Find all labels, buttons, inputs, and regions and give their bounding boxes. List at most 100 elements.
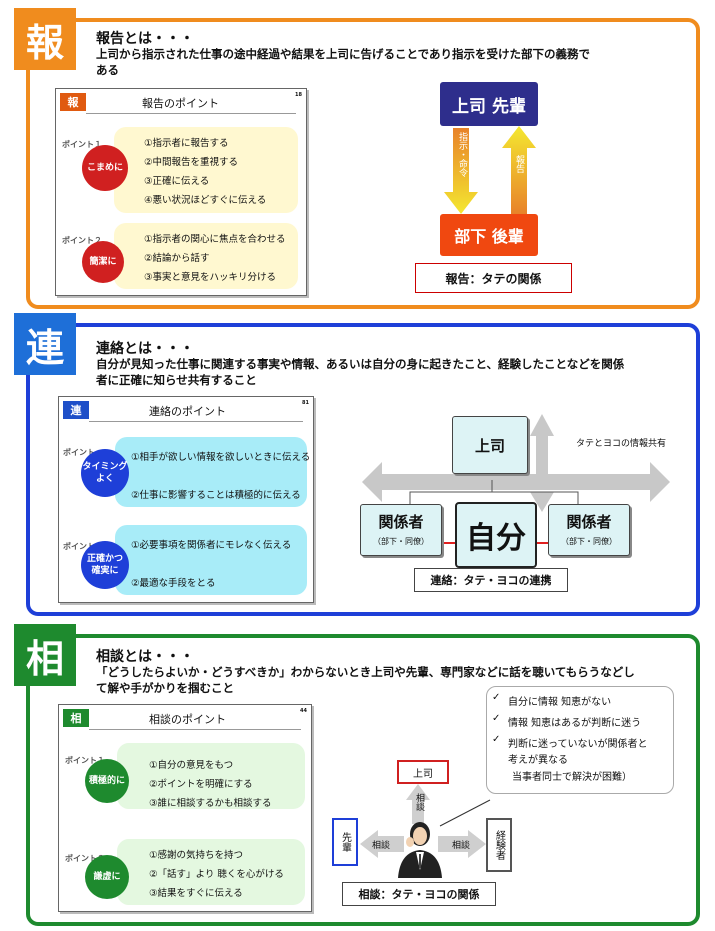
person-icon (398, 822, 442, 878)
check-item: 情報 知恵はあるが判断に迷う (508, 718, 642, 729)
ren-badge: 連 (14, 313, 76, 375)
sou-left-label: 相談 (372, 841, 391, 851)
sou-boss-box: 上司 (397, 760, 449, 784)
sou-desc-2: て解や手がかりを掴むこと (96, 681, 234, 695)
hou-slide-tag: 報 (60, 93, 86, 111)
horizontal-arrow (362, 462, 670, 502)
right-arrow (438, 830, 486, 858)
point-box (115, 437, 307, 507)
hou-title: 報告とは・・・ (96, 31, 194, 47)
vertical-arrow (536, 434, 548, 490)
sou-title: 相談とは・・・ (96, 649, 194, 665)
sou-badge: 相 (14, 624, 76, 686)
point-circle: 正確かつ 確実に (81, 541, 129, 589)
ren-self-box: 自分 (455, 502, 537, 568)
point-circle: 積極的に (85, 759, 129, 803)
slide-number: 44 (300, 708, 307, 714)
point-item: ③結果をすぐに伝える (149, 888, 243, 899)
sou-checklist (486, 686, 674, 794)
slide-underline (89, 421, 303, 422)
sou-up-label: 相談 (414, 793, 424, 811)
hou-badge: 報 (14, 8, 76, 70)
vertical-arrow-down-head (530, 492, 554, 512)
ren-desc-2: 者に正確に知らせ共有すること (96, 373, 257, 387)
check-item: 当事者同士で解決が困難） (512, 772, 632, 783)
down-arrow (444, 128, 478, 214)
point-item: ③誰に相談するかも相談する (149, 798, 272, 809)
point-item: ③事実と意見をハッキリ分ける (144, 272, 277, 283)
point-circle: こまめに (82, 145, 128, 191)
ren-right-box: 関係者 （部下・同僚） (548, 504, 630, 556)
point-circle: タイミング よく (81, 449, 129, 497)
ren-slide-tag: 連 (63, 401, 89, 419)
hou-arrows (444, 126, 536, 214)
point-label: ポイント２ (65, 854, 105, 863)
point-box (114, 127, 298, 213)
callout-line (439, 799, 491, 827)
left-arrow (360, 830, 404, 858)
point-item: ②「話す」より 聴くを心がける (149, 869, 284, 880)
check-mark-icon: ✓ (492, 734, 501, 745)
tree-connector (492, 491, 579, 504)
sou-slide: 相 相談のポイント 44 ポイント１ 積極的に ①自分の意見をもつ ②ポイントを… (58, 704, 312, 912)
ren-slide-title: 連絡のポイント (149, 405, 226, 418)
hou-caption: 報告：タテの関係 (415, 263, 572, 293)
slide-underline (86, 113, 296, 114)
sou-slide-tag: 相 (63, 709, 89, 727)
ren-right-sub: （部下・同僚） (561, 537, 617, 546)
ren-left-label: 関係者 (378, 513, 424, 531)
point-box (114, 223, 298, 289)
ren-note: タテとヨコの情報共有 (576, 439, 667, 449)
point-item: ①自分の意見をもつ (149, 760, 234, 771)
sou-arrows (360, 784, 491, 878)
hou-desc-2: ある (96, 63, 119, 77)
point-label: ポイント１ (65, 756, 105, 765)
point-box (117, 743, 305, 809)
slide-number: 81 (302, 400, 309, 406)
hou-subordinate-box: 部下 後輩 (440, 214, 538, 256)
point-label: ポイント１ (62, 140, 102, 149)
point-item: ②結論から話す (144, 253, 210, 264)
tree-connector (409, 480, 493, 504)
hou-desc-1: 上司から指示された仕事の途中経過や結果を上司に告げることであり指示を受けた部下の… (96, 47, 591, 61)
point-item: ①相手が欲しい情報を欲しいときに伝える (131, 452, 311, 463)
sou-expert-box: 経験者 (486, 818, 512, 872)
point-item: ②仕事に影響することは積極的に伝える (131, 490, 301, 501)
down-arrow-label: 指示・命令 (457, 132, 467, 177)
ren-caption: 連絡：タテ・ヨコの連携 (414, 568, 568, 592)
check-item: 判断に迷っていないが関係者と (508, 739, 648, 750)
sou-right-label: 相談 (452, 841, 471, 851)
point-item: ③正確に伝える (144, 176, 210, 187)
check-item: 考えが異なる (508, 755, 568, 766)
ren-left-box: 関係者 （部下・同僚） (360, 504, 442, 556)
point-box (117, 839, 305, 905)
point-item: ①指示者の関心に焦点を合わせる (144, 234, 286, 245)
slide-number: 18 (295, 92, 302, 98)
ren-title: 連絡とは・・・ (96, 341, 194, 357)
point-label: ポイント (63, 542, 95, 551)
ren-right-label: 関係者 (566, 513, 612, 531)
vertical-arrow-up-head (530, 414, 554, 436)
sou-caption: 相談：タテ・ヨコの関係 (342, 882, 496, 906)
up-arrow (502, 126, 536, 214)
point-box (115, 525, 307, 595)
point-item: ④悪い状況ほどすぐに伝える (144, 195, 267, 206)
hou-slide-title: 報告のポイント (142, 97, 219, 110)
ren-desc-1: 自分が見知った仕事に関連する事実や情報、あるいは自分の身に起きたこと、経験したこ… (96, 357, 625, 371)
point-item: ①指示者に報告する (144, 138, 229, 149)
hou-boss-box: 上司 先輩 (440, 82, 538, 126)
point-item: ②中間報告を重視する (144, 157, 239, 168)
check-item: 自分に情報 知恵がない (508, 697, 612, 708)
check-mark-icon: ✓ (492, 713, 501, 724)
ren-boss-box: 上司 (452, 416, 528, 474)
point-item: ②ポイントを明確にする (149, 779, 253, 790)
point-item: ①必要事項を関係者にモレなく伝える (131, 540, 292, 551)
up-arrow (406, 784, 430, 824)
ren-left-sub: （部下・同僚） (373, 537, 429, 546)
check-mark-icon: ✓ (492, 692, 501, 703)
point-label: ポイント (63, 448, 95, 457)
up-arrow-label: 報告 (514, 155, 524, 173)
sou-desc-1: 「どうしたらよいか・どうすべきか」わからないとき上司や先輩、専門家などに話を聴い… (96, 665, 635, 679)
ren-slide: 連 連絡のポイント 81 ポイント タイミング よく ①相手が欲しい情報を欲しい… (58, 396, 314, 603)
point-label: ポイント２ (62, 236, 102, 245)
